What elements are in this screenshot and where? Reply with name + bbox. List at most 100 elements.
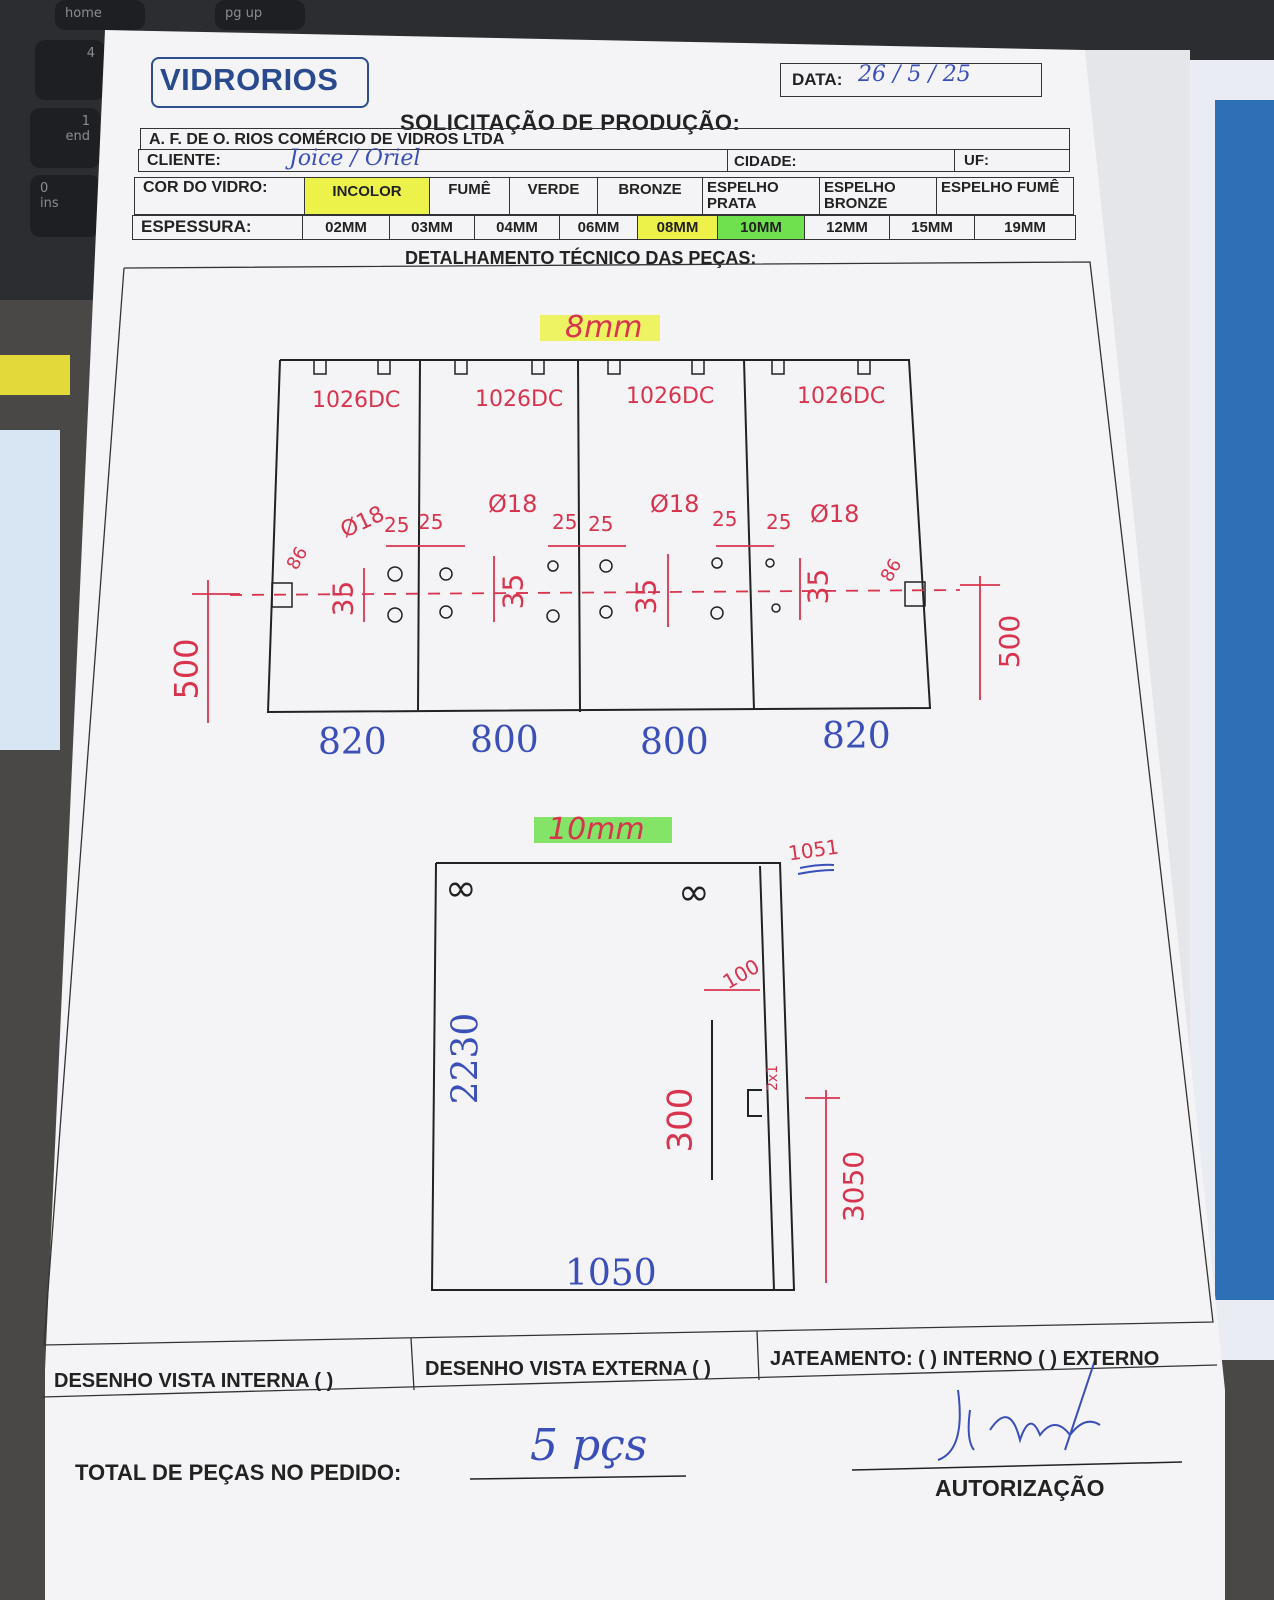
hole [771, 603, 781, 613]
color-option-bronze[interactable]: BRONZE [598, 178, 703, 214]
hinge-symbol-2: ∞ [678, 870, 710, 914]
hole [711, 557, 723, 569]
section-title: DETALHAMENTO TÉCNICO DAS PEÇAS: [405, 248, 757, 268]
edge-offset-1: 25 [384, 513, 410, 537]
lock-bracket [747, 1089, 762, 1117]
thickness-08mm[interactable]: 08MM [638, 216, 718, 239]
hinge-right [904, 581, 926, 607]
drawing1-red-dimensions [192, 545, 1000, 723]
hole [710, 606, 724, 620]
hole [387, 566, 403, 582]
notch-4 [531, 360, 545, 375]
spacing-35-1: 35 [326, 580, 360, 617]
height-right-500: 500 [993, 614, 1027, 669]
bottom-divider-1 [410, 1337, 415, 1391]
view-internal-label[interactable]: DESENHO VISTA INTERNA ( ) [54, 1370, 334, 1392]
drawing2-blue-accents [797, 863, 835, 875]
blue-binder [1215, 100, 1274, 1300]
edge-offset-4: 25 [588, 512, 614, 536]
drawing1-holes [387, 557, 781, 623]
hinge-symbol-1: ∞ [445, 866, 477, 910]
hole [439, 605, 453, 619]
color-option-fume[interactable]: FUMÊ [430, 178, 510, 214]
notch-8 [857, 360, 871, 375]
thickness-row: ESPESSURA: 02MM 03MM 04MM 06MM 08MM 10MM… [132, 215, 1076, 240]
highlight-10mm [534, 817, 672, 843]
edge-offset-2: 25 [418, 510, 444, 534]
hole [765, 558, 775, 568]
client-label: CLIENTE: [147, 152, 221, 169]
key-pgup: pg up [215, 0, 305, 30]
color-option-espelho-prata[interactable]: ESPELHO PRATA [703, 178, 820, 214]
blue-package [0, 430, 60, 750]
authorization-label: AUTORIZAÇÃO [935, 1475, 1105, 1501]
height-left-500: 500 [167, 638, 206, 700]
hole [546, 609, 560, 623]
color-label: COR DO VIDRO: [135, 178, 305, 214]
ref-underline [797, 863, 835, 875]
thickness-19mm[interactable]: 19MM [1004, 219, 1046, 236]
view-external-label[interactable]: DESENHO VISTA EXTERNA ( ) [425, 1358, 711, 1380]
drawing1-thickness-note: 8mm [565, 310, 643, 345]
date-label: DATA: [792, 70, 843, 89]
client-row: CLIENTE: Joice / Oriel CIDADE: UF: [138, 146, 1070, 172]
door-outline [430, 862, 796, 1291]
highlight-8mm [540, 315, 660, 341]
width-3: 800 [640, 722, 709, 763]
thickness-04mm[interactable]: 04MM [475, 216, 560, 239]
drawing1-divider-3 [743, 359, 755, 711]
color-option-espelho-bronze[interactable]: ESPELHO BRONZE [820, 178, 937, 214]
hinge-left [271, 582, 293, 608]
thickness-03mm[interactable]: 03MM [390, 216, 475, 239]
form-title: SOLICITAÇÃO DE PRODUÇÃO: [400, 110, 741, 135]
notch-6 [691, 360, 705, 375]
hole [439, 567, 453, 581]
color-option-incolor[interactable]: INCOLOR [305, 178, 430, 214]
key-home: home [55, 0, 145, 30]
spacing-35-3: 35 [629, 578, 663, 615]
spacing-35-4: 35 [801, 568, 835, 605]
hole-diam-2: Ø18 [488, 490, 538, 518]
hole [599, 605, 613, 619]
brand-logo: VIDRORIOS [160, 62, 339, 97]
yellow-marker [0, 355, 70, 395]
signature [937, 1359, 1101, 1461]
drawing2-door [430, 862, 796, 1291]
total-pieces-label: TOTAL DE PEÇAS NO PEDIDO: [75, 1460, 402, 1485]
color-option-espelho-fume[interactable]: ESPELHO FUMÊ [941, 179, 1060, 196]
drawing1-divider-2 [577, 359, 581, 713]
thickness-15mm[interactable]: 15MM [890, 216, 975, 239]
drawing2-red-dimensions [704, 989, 840, 1283]
notch-7 [771, 360, 785, 375]
centerline-1 [229, 589, 961, 596]
drawing-frame [43, 261, 1214, 1346]
thickness-06mm[interactable]: 06MM [560, 216, 638, 239]
edge-offset-5: 25 [712, 507, 738, 531]
drawing1-notches [313, 360, 871, 375]
thickness-10mm[interactable]: 10MM [718, 216, 805, 239]
drawing2-handle-len: 300 [660, 1087, 701, 1153]
thickness-12mm[interactable]: 12MM [805, 216, 890, 239]
total-underline [469, 1475, 687, 1480]
sandblast-label[interactable]: JATEAMENTO: ( ) INTERNO ( ) EXTERNO [770, 1348, 1160, 1370]
glass-color-row: COR DO VIDRO: INCOLOR FUMÊ VERDE BRONZE … [134, 177, 1074, 215]
production-form-paper [45, 30, 1225, 1600]
width-1: 820 [318, 722, 387, 763]
panel-code-1: 1026DC [312, 388, 401, 413]
key-4: 4 [35, 40, 105, 100]
notch-1 [313, 360, 327, 375]
client-value: Joice / Oriel [289, 146, 421, 171]
city-label: CIDADE: [734, 153, 797, 170]
door-inner-line [759, 865, 775, 1291]
city-divider [727, 150, 728, 171]
drawing2-width: 1050 [565, 1253, 657, 1294]
color-option-verde[interactable]: VERDE [510, 178, 598, 214]
hole [599, 559, 613, 573]
spacing-35-2: 35 [496, 573, 530, 610]
total-pieces-value: 5 pçs [530, 1420, 648, 1471]
thickness-02mm[interactable]: 02MM [303, 216, 390, 239]
bottom-divider-2 [756, 1330, 760, 1381]
drawing2-lock-note: 2x1 [765, 1064, 782, 1092]
notch-3 [454, 360, 468, 375]
